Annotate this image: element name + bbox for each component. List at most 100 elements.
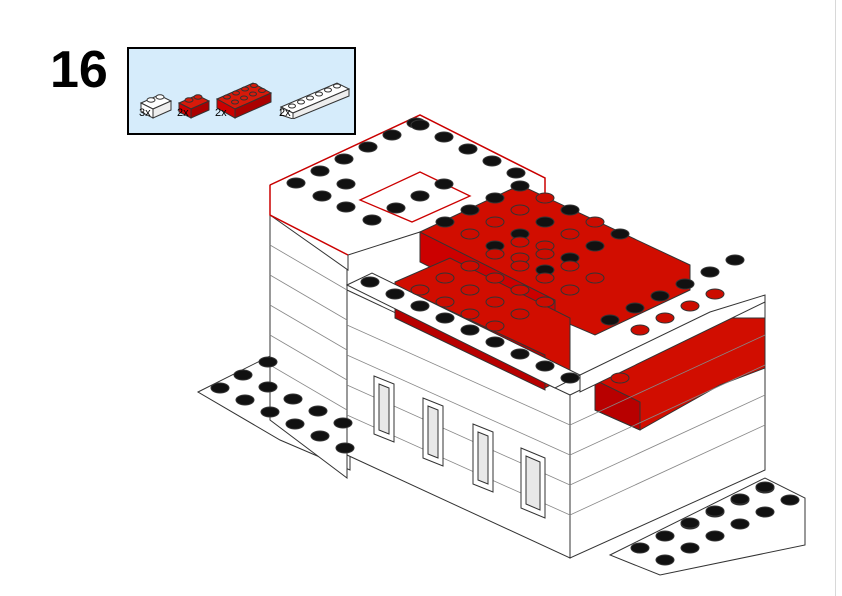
- stud: [435, 296, 455, 308]
- page-edge-line: [835, 0, 836, 596]
- stud: [312, 190, 332, 202]
- part-qty: 2x: [279, 107, 291, 119]
- red-brick-2x4-icon: [215, 82, 273, 119]
- stud: [233, 369, 253, 381]
- stud: [410, 190, 430, 202]
- stud: [585, 240, 605, 252]
- red-brick-1x2-icon: [177, 94, 211, 119]
- stud: [260, 406, 280, 418]
- stud: [386, 202, 406, 214]
- stud: [560, 372, 580, 384]
- stud: [535, 296, 555, 308]
- stud: [725, 254, 745, 266]
- stud: [283, 393, 303, 405]
- stud: [700, 266, 720, 278]
- stud: [680, 517, 700, 529]
- stud: [286, 177, 306, 189]
- stud: [650, 290, 670, 302]
- stud: [510, 348, 530, 360]
- stud: [680, 300, 700, 312]
- stud: [655, 554, 675, 566]
- stud: [258, 356, 278, 368]
- stud: [235, 394, 255, 406]
- stud: [655, 530, 675, 542]
- stud: [435, 216, 455, 228]
- stud: [410, 119, 430, 131]
- stud: [535, 248, 555, 260]
- stud: [705, 530, 725, 542]
- stud: [485, 192, 505, 204]
- stud: [780, 494, 800, 506]
- stud: [310, 165, 330, 177]
- stud: [485, 248, 505, 260]
- stud: [610, 228, 630, 240]
- stud: [560, 260, 580, 272]
- stud: [460, 308, 480, 320]
- stud: [560, 204, 580, 216]
- stud: [485, 296, 505, 308]
- stud: [585, 272, 605, 284]
- baseplate-right: [608, 477, 806, 576]
- stud: [410, 284, 430, 296]
- stud: [336, 178, 356, 190]
- stud: [336, 201, 356, 213]
- stud: [382, 129, 402, 141]
- stud: [460, 260, 480, 272]
- stud: [460, 204, 480, 216]
- stud: [510, 180, 530, 192]
- stud: [755, 481, 775, 493]
- stud: [510, 308, 530, 320]
- white-brick-1x2-icon: [139, 94, 173, 119]
- stud: [485, 320, 505, 332]
- stud: [585, 216, 605, 228]
- stud: [600, 314, 620, 326]
- stud: [560, 228, 580, 240]
- stud: [362, 214, 382, 226]
- stud: [333, 417, 353, 429]
- stud: [334, 153, 354, 165]
- stud: [310, 430, 330, 442]
- part-qty: 2x: [215, 107, 227, 119]
- stud: [485, 272, 505, 284]
- stud: [510, 260, 530, 272]
- stud: [435, 272, 455, 284]
- stud: [630, 542, 650, 554]
- stud: [730, 518, 750, 530]
- stud: [308, 405, 328, 417]
- step-number: 16: [50, 41, 108, 99]
- part-qty: 3x: [139, 107, 151, 119]
- stud: [560, 284, 580, 296]
- stud: [460, 228, 480, 240]
- stud: [510, 236, 530, 248]
- stud: [258, 381, 278, 393]
- stud: [535, 272, 555, 284]
- stud: [458, 143, 478, 155]
- windows: [373, 375, 546, 519]
- stud: [675, 278, 695, 290]
- studs: [210, 117, 800, 566]
- stud: [630, 324, 650, 336]
- stud: [335, 442, 355, 454]
- stud: [625, 302, 645, 314]
- stud: [285, 418, 305, 430]
- stud: [435, 312, 455, 324]
- stud: [506, 167, 526, 179]
- stud: [385, 288, 405, 300]
- stud: [210, 382, 230, 394]
- stud: [460, 324, 480, 336]
- stud: [460, 284, 480, 296]
- stud: [410, 300, 430, 312]
- stud: [510, 284, 530, 296]
- stud: [705, 505, 725, 517]
- stud: [434, 178, 454, 190]
- stud: [482, 155, 502, 167]
- stud: [610, 372, 630, 384]
- stud: [755, 506, 775, 518]
- stud: [535, 360, 555, 372]
- stud: [655, 312, 675, 324]
- stud: [485, 336, 505, 348]
- stud: [485, 216, 505, 228]
- stud: [680, 542, 700, 554]
- stud: [358, 141, 378, 153]
